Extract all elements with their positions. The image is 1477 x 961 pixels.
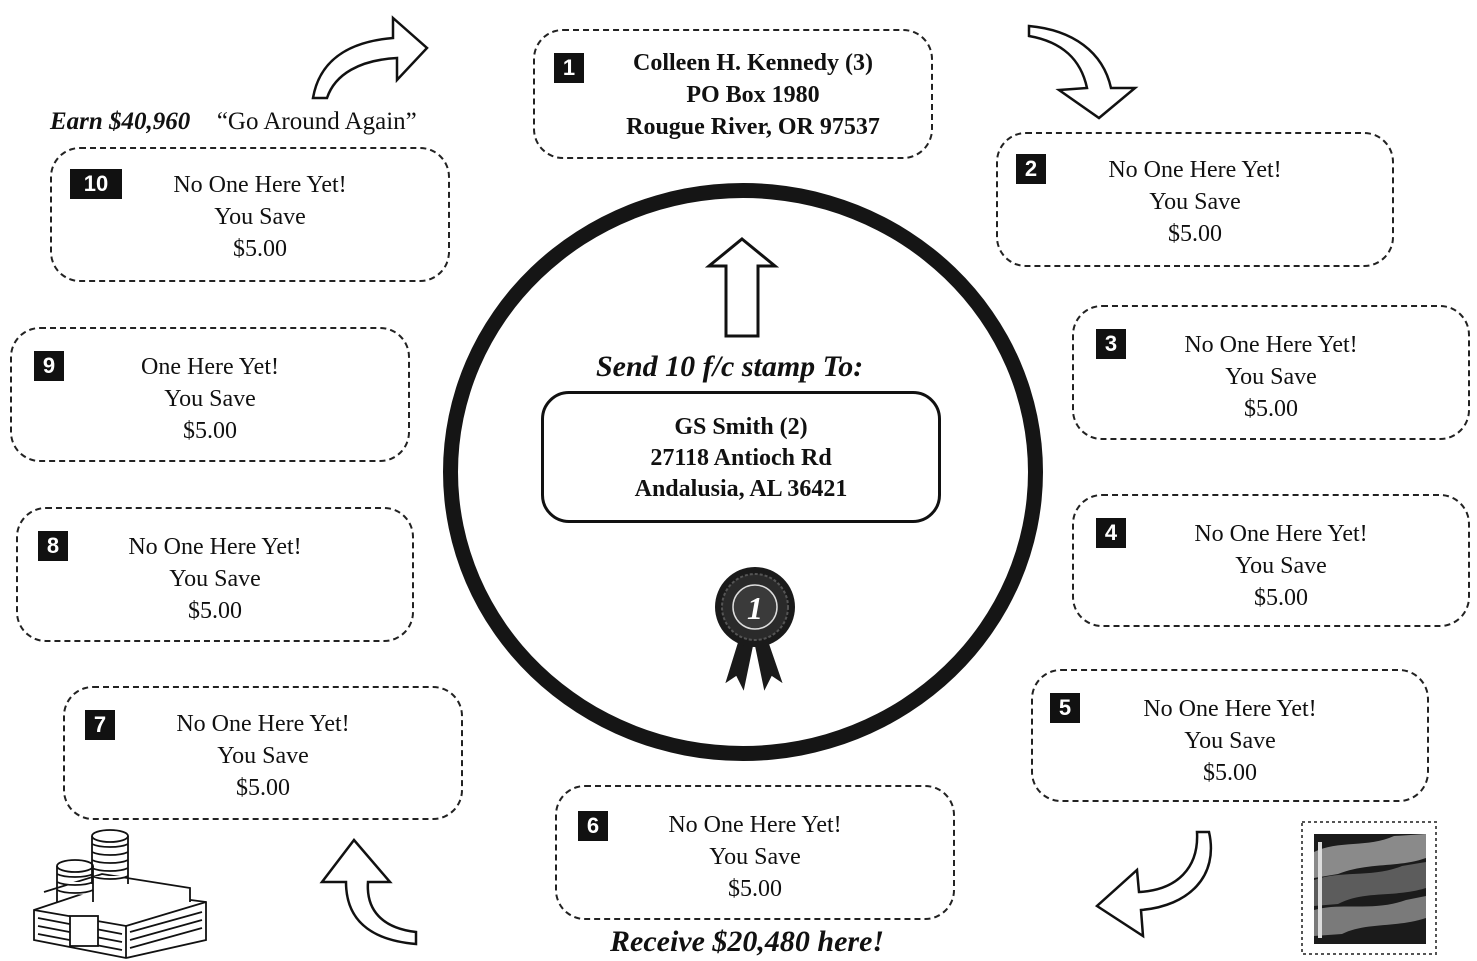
slot-line: $5.00 [1168, 221, 1222, 247]
slot-line: $5.00 [728, 876, 782, 902]
slot-9: 9 One Here Yet! You Save $5.00 [10, 327, 410, 462]
slot-line: One Here Yet! [141, 354, 279, 380]
flag-stamp-icon [1301, 821, 1437, 955]
slot-text: No One Here Yet! You Save $5.00 [1074, 329, 1468, 425]
slot-text: No One Here Yet! You Save $5.00 [65, 708, 461, 804]
slot-text: One Here Yet! You Save $5.00 [12, 351, 408, 447]
slot-line: No One Here Yet! [173, 172, 347, 198]
slot-3: 3 No One Here Yet! You Save $5.00 [1072, 305, 1470, 440]
slot-number-badge: 5 [1050, 693, 1080, 723]
receive-caption: Receive $20,480 here! [610, 925, 885, 958]
slot-text: No One Here Yet! You Save $5.00 [18, 531, 412, 627]
center-address: GS Smith (2) 27118 Antioch Rd Andalusia,… [544, 412, 938, 505]
slot-7: 7 No One Here Yet! You Save $5.00 [63, 686, 463, 820]
ribbon-number: 1 [747, 590, 763, 626]
slot-8: 8 No One Here Yet! You Save $5.00 [16, 507, 414, 642]
slot-5: 5 No One Here Yet! You Save $5.00 [1031, 669, 1429, 802]
slot-line: Colleen H. Kennedy (3) [633, 50, 873, 76]
slot-line: You Save [709, 844, 801, 870]
slot-number-badge: 1 [554, 53, 584, 83]
slot-number-badge: 2 [1016, 154, 1046, 184]
slot-number-badge: 10 [70, 169, 122, 199]
arrow-up-icon [705, 237, 779, 338]
slot-line: No One Here Yet! [1108, 157, 1282, 183]
slot-text: No One Here Yet! You Save $5.00 [1094, 518, 1468, 614]
slot-number-badge: 8 [38, 531, 68, 561]
slot-text: Colleen H. Kennedy (3) PO Box 1980 Rougu… [575, 47, 931, 143]
slot-number-badge: 7 [85, 710, 115, 740]
slot-line: No One Here Yet! [1194, 521, 1368, 547]
arrow-curve-icon [1094, 830, 1213, 939]
slot-text: No One Here Yet! You Save $5.00 [998, 154, 1392, 250]
slot-line: $5.00 [1254, 585, 1308, 611]
slot-line: $5.00 [233, 236, 287, 262]
slot-line: No One Here Yet! [176, 711, 350, 737]
slot-number-badge: 4 [1096, 518, 1126, 548]
slot-line: You Save [217, 743, 309, 769]
slot-line: $5.00 [1244, 396, 1298, 422]
slot-number-badge: 6 [578, 811, 608, 841]
slot-number-badge: 3 [1096, 329, 1126, 359]
slot-line: You Save [164, 386, 256, 412]
slot-2: 2 No One Here Yet! You Save $5.00 [996, 132, 1394, 267]
center-line: Andalusia, AL 36421 [634, 476, 848, 502]
slot-line: You Save [214, 204, 306, 230]
center-line: 27118 Antioch Rd [650, 445, 832, 471]
slot-line: You Save [169, 566, 261, 592]
slot-line: $5.00 [236, 775, 290, 801]
earn-amount: Earn $40,960 [50, 108, 191, 135]
earn-caption: Earn $40,960 “Go Around Again” [50, 108, 417, 136]
slot-4: 4 No One Here Yet! You Save $5.00 [1072, 494, 1470, 627]
slot-text: No One Here Yet! You Save $5.00 [557, 809, 953, 905]
arrow-curve-icon [311, 15, 429, 100]
slot-1: 1 Colleen H. Kennedy (3) PO Box 1980 Rou… [533, 29, 933, 159]
slot-line: PO Box 1980 [686, 82, 820, 108]
slot-line: You Save [1149, 189, 1241, 215]
slot-line: You Save [1235, 553, 1327, 579]
slot-line: $5.00 [183, 418, 237, 444]
slot-6: 6 No One Here Yet! You Save $5.00 [555, 785, 955, 920]
center-line: GS Smith (2) [674, 414, 808, 440]
slot-line: No One Here Yet! [668, 812, 842, 838]
ribbon-icon: 1 [715, 567, 795, 696]
slot-text: No One Here Yet! You Save $5.00 [1033, 693, 1427, 789]
slot-line: No One Here Yet! [128, 534, 302, 560]
earn-slogan: “Go Around Again” [216, 108, 417, 135]
slot-line: No One Here Yet! [1184, 332, 1358, 358]
slot-line: $5.00 [1203, 760, 1257, 786]
slot-10: 10 No One Here Yet! You Save $5.00 [50, 147, 450, 282]
slot-line: Rougue River, OR 97537 [626, 114, 880, 140]
arrow-curve-icon [1027, 24, 1139, 120]
slot-line: $5.00 [188, 598, 242, 624]
slot-line: You Save [1184, 728, 1276, 754]
center-heading: Send 10 f/c stamp To: [596, 350, 864, 383]
center-address-box: GS Smith (2) 27118 Antioch Rd Andalusia,… [541, 391, 941, 523]
slot-line: No One Here Yet! [1143, 696, 1317, 722]
slot-line: You Save [1225, 364, 1317, 390]
slot-number-badge: 9 [34, 351, 64, 381]
arrow-curve-icon [319, 838, 418, 946]
slot-text: No One Here Yet! You Save $5.00 [72, 169, 448, 265]
money-stack-icon [33, 829, 207, 959]
